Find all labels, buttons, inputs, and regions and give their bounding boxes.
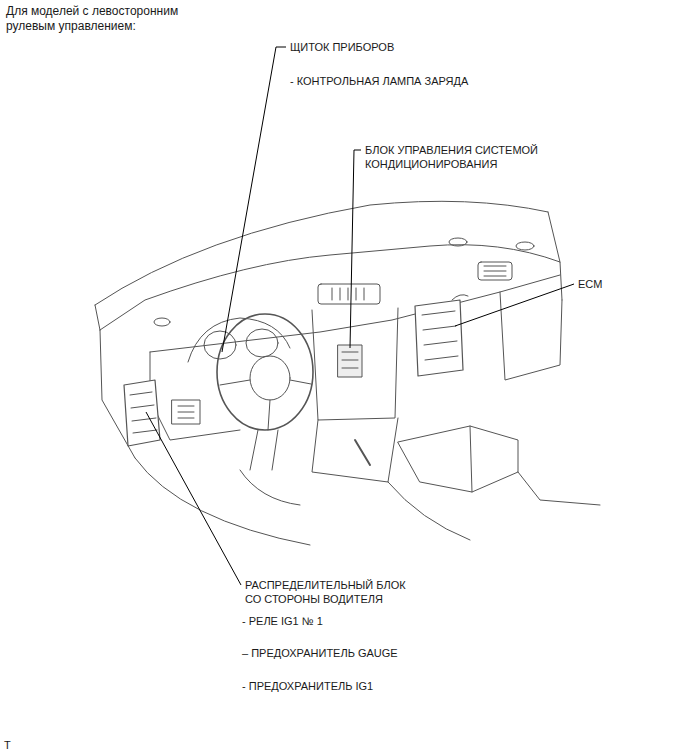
center-stack — [312, 308, 398, 420]
seat-edge — [518, 472, 600, 505]
dashboard-lower — [150, 352, 240, 440]
vent-slats — [484, 266, 506, 276]
leader-line — [455, 284, 574, 326]
shift-lever — [355, 440, 370, 465]
steering-column — [250, 430, 278, 470]
center-console — [312, 418, 398, 482]
heading: Для моделей с левосторонним рулевым упра… — [6, 4, 183, 34]
speaker — [449, 238, 467, 246]
armrest-edge — [470, 426, 472, 492]
a-pillar — [95, 305, 100, 330]
armrest — [398, 426, 518, 492]
ecm-detail — [422, 311, 458, 360]
speaker — [154, 318, 170, 326]
part-label: – ПРЕДОХРАНИТЕЛЬ GAUGE — [242, 646, 398, 660]
windshield-edge — [95, 201, 548, 305]
part-label: ЩИТОК ПРИБОРОВ — [290, 40, 394, 54]
part-label: - РЕЛЕ IG1 № 1 — [242, 614, 323, 628]
speaker — [516, 242, 534, 250]
glovebox — [500, 292, 562, 380]
junction-block-detail — [130, 392, 157, 433]
side-vent — [478, 262, 512, 280]
switch-panel — [172, 400, 200, 424]
part-label: T — [4, 738, 11, 752]
dashboard-top — [100, 245, 562, 330]
part-label: РАСПРЕДЕЛИТЕЛЬНЫЙ БЛОК СО СТОРОНЫ ВОДИТЕ… — [245, 578, 410, 606]
gauge — [246, 329, 278, 357]
a-pillar — [548, 212, 560, 262]
leader-line — [146, 412, 241, 585]
ac-panel-detail — [342, 352, 358, 368]
pedal-area — [240, 470, 300, 505]
switch-detail — [178, 406, 194, 418]
steering-hub — [250, 356, 290, 400]
ecm-unit — [415, 300, 463, 376]
ac-control-unit — [338, 345, 362, 377]
leader-line — [350, 150, 361, 348]
vent-slats — [332, 288, 364, 300]
junction-block — [124, 380, 160, 446]
floor-line — [388, 482, 470, 540]
steering-spokes — [220, 380, 311, 430]
gauge — [204, 331, 236, 359]
part-label: ECM — [578, 277, 602, 291]
part-label: - КОНТРОЛЬНАЯ ЛАМПА ЗАРЯДА — [290, 74, 468, 88]
ecm-connector — [452, 295, 468, 300]
center-vent — [318, 284, 380, 304]
part-label: БЛОК УПРАВЛЕНИЯ СИСТЕМОЙ КОНДИЦИОНИРОВАН… — [365, 143, 543, 171]
dashboard-face — [150, 275, 560, 352]
floor-line — [135, 458, 310, 545]
instrument-cluster — [188, 318, 290, 362]
leader-line — [222, 47, 286, 352]
part-label: - ПРЕДОХРАНИТЕЛЬ IG1 — [242, 679, 373, 693]
steering-wheel — [217, 314, 313, 430]
